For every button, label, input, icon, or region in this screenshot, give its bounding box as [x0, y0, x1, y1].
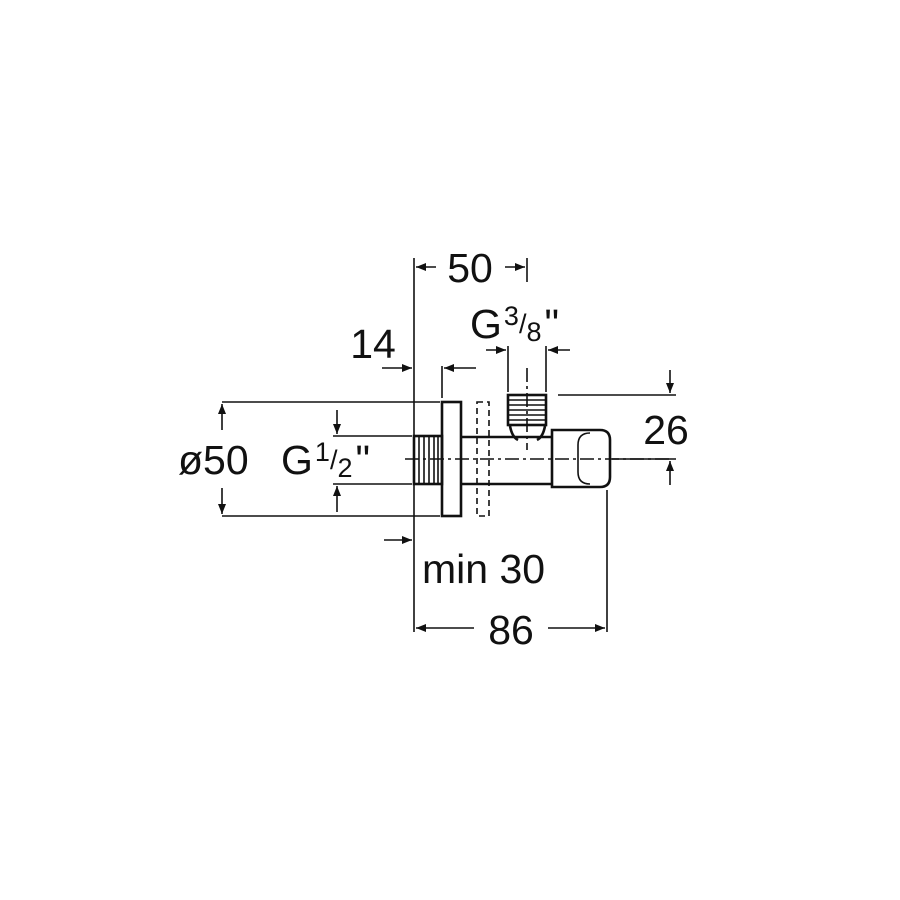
inlet-diameter-label: ø50 — [178, 437, 249, 483]
inlet-thread-label: G1/2" — [281, 437, 370, 483]
min-clearance-label: min 30 — [422, 546, 545, 592]
handle — [550, 428, 612, 489]
dimension-label-14: 14 — [350, 321, 396, 367]
dimension-label-86: 86 — [488, 607, 534, 653]
dimension-arrows — [218, 263, 674, 632]
extension-lines — [222, 258, 676, 632]
valve-body — [405, 368, 670, 518]
dimension-label-26: 26 — [643, 407, 689, 453]
wall-outline — [476, 401, 490, 517]
dimension-label-50: 50 — [447, 245, 493, 291]
outlet-thread-label: G3/8" — [470, 301, 559, 347]
main-body — [461, 425, 552, 486]
inlet-thread — [412, 434, 444, 486]
